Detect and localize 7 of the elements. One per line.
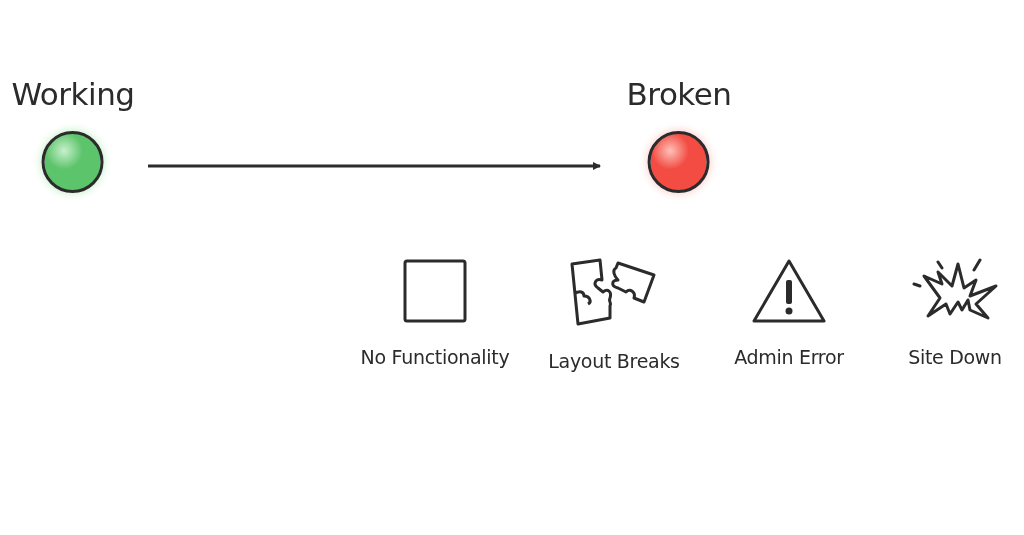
icon-caption: Layout Breaks [548, 350, 680, 372]
icon-caption: Site Down [908, 346, 1002, 368]
status-heading: Working [11, 75, 135, 113]
status-heading: Broken [626, 75, 732, 113]
arrow [148, 162, 601, 170]
icon-caption: Admin Error [734, 346, 844, 368]
icon-caption: No Functionality [360, 346, 510, 368]
